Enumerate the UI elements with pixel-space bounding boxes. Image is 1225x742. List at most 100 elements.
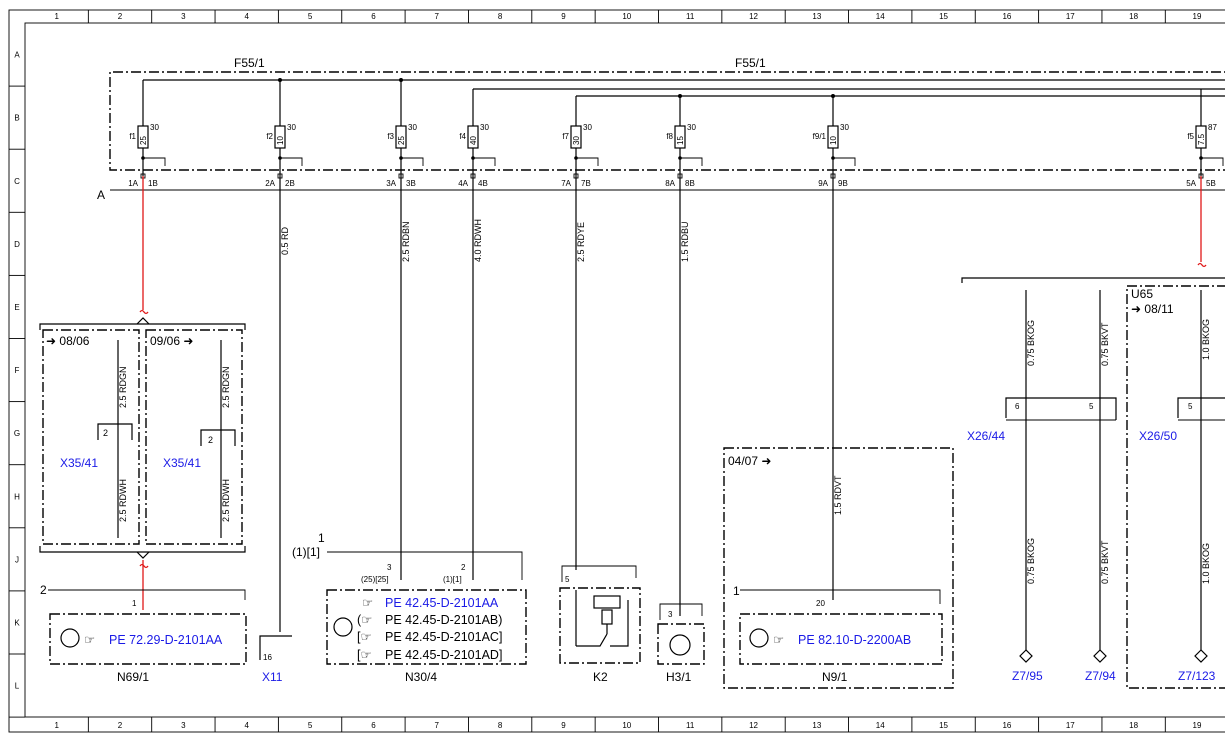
connector-link-x11[interactable]: X11 (262, 670, 283, 684)
variant-code-right: 09/06 ➜ (150, 334, 193, 348)
n69-pin: 1 (132, 599, 137, 608)
fuse-pin: 30 (150, 123, 159, 132)
fuse-pin: 30 (583, 123, 592, 132)
n30-pe-link[interactable]: PE 42.45-D-2101AA (385, 596, 499, 610)
variant-wire-top-left: 2.5 RDGN (118, 366, 128, 408)
fuse-name: f9/1 (813, 132, 827, 141)
transistor-icon (749, 628, 769, 648)
transistor-icon (60, 628, 80, 648)
grid-col-label: 17 (1066, 12, 1075, 21)
grid-col-label: 7 (435, 721, 440, 730)
n9-code: 04/07 ➜ (728, 454, 771, 468)
grid-row-label: J (15, 555, 19, 564)
fuse-rating: 40 (469, 136, 478, 145)
grid-col-label: 18 (1129, 12, 1138, 21)
grid-col-label: 19 (1193, 12, 1202, 21)
component-u65: U65 ➜ 08/11 5 X26/50 (1126, 285, 1225, 689)
grid-col-label: 8 (498, 721, 503, 730)
n30-ref: 1 (318, 531, 325, 545)
n9-pin: 20 (816, 599, 825, 608)
n30-alt2: PE 42.45-D-2101AC] (385, 630, 502, 644)
variant-wire-bottom-right: 2.5 RDWH (221, 479, 231, 522)
grid-row-label: F (15, 366, 20, 375)
k2-pin: 5 (565, 575, 570, 584)
fuse-name: f8 (666, 132, 673, 141)
n69-name: N69/1 (117, 670, 149, 684)
x26-50-pin: 5 (1188, 402, 1193, 411)
h3-name: H3/1 (666, 670, 692, 684)
fuse-pin: 30 (840, 123, 849, 132)
grid-col-label: 9 (561, 12, 566, 21)
grid-col-label: 3 (181, 12, 186, 21)
fuse-name: f3 (387, 132, 394, 141)
wire-label-bkog-2: 1.0 BKOG (1201, 319, 1211, 360)
x11-pin: 16 (263, 653, 272, 662)
fuse-box-label-right: F55/1 (735, 56, 766, 70)
fuse-rating: 7.5 (1197, 133, 1206, 145)
n9-ref: 1 (733, 584, 740, 598)
fuse-terminal-right: 8B (685, 179, 695, 188)
fuse-terminal-right: 2B (285, 179, 295, 188)
ground-link-z7-123[interactable]: Z7/123 (1178, 669, 1216, 683)
ground-link-z7-95[interactable]: Z7/95 (1012, 669, 1043, 683)
grid-col-label: 4 (244, 12, 249, 21)
grid-row-label: B (14, 114, 19, 123)
wire-label-f4: 4.0 RDWH (473, 219, 483, 262)
connector-link-x26-50[interactable]: X26/50 (1139, 429, 1177, 443)
right-bus: 0.75 BKOG 0.75 BKVT 1.0 BKOG 0.75 BKOG 0… (961, 277, 1225, 650)
grid-row-label: C (14, 177, 20, 186)
grid-col-label: 12 (749, 12, 758, 21)
n30-pin-b: 2 (461, 563, 466, 572)
svg-text:[☞: [☞ (357, 630, 372, 644)
fuse-rating: 10 (276, 136, 285, 145)
grid-col-label: 2 (118, 721, 123, 730)
pointing-hand-icon: ☞ (362, 596, 373, 610)
grid-col-label: 12 (749, 721, 758, 730)
fuse-terminal-left: 3A (386, 179, 396, 188)
connector-x26-44: 6 5 X26/44 (967, 397, 1117, 443)
connector-link-x35-41-left[interactable]: X35/41 (60, 456, 98, 470)
grid-col-label: 1 (54, 721, 59, 730)
svg-text:[☞: [☞ (357, 648, 372, 662)
grid-col-label: 1 (54, 12, 59, 21)
wire-label-f7: 2.5 RDYE (576, 222, 586, 262)
connector-link-x26-44[interactable]: X26/44 (967, 429, 1005, 443)
grid-row-label: K (14, 618, 20, 627)
grid-col-label: 13 (812, 12, 821, 21)
variant-block: ➜ 08/06 09/06 ➜ 2.5 RDGN 2.5 RDGN 2.5 RD… (39, 317, 246, 559)
n69-ref: 2 (40, 583, 47, 597)
ground-diamond-icon (1093, 649, 1107, 663)
diagram-frame (8, 9, 1225, 733)
fuse-rating: 10 (829, 136, 838, 145)
n69-pe-link[interactable]: PE 72.29-D-2101AA (109, 633, 223, 647)
fuse-terminal-left: 4A (458, 179, 468, 188)
connector-link-x35-41-right[interactable]: X35/41 (163, 456, 201, 470)
n9-pe-link[interactable]: PE 82.10-D-2200AB (798, 633, 911, 647)
fuse-pin: 30 (687, 123, 696, 132)
pointing-hand-icon: ☞ (773, 633, 784, 647)
fuse-terminal-left: 7A (561, 179, 571, 188)
variant-code-left: ➜ 08/06 (46, 334, 90, 348)
grid-col-label: 14 (876, 721, 885, 730)
n9-name: N9/1 (822, 670, 848, 684)
ground-diamond-icon (1194, 649, 1208, 663)
ground-link-z7-94[interactable]: Z7/94 (1085, 669, 1116, 683)
terminal-label-a: A (97, 188, 105, 202)
grid-col-label: 10 (622, 721, 631, 730)
fuse-pin: 30 (408, 123, 417, 132)
svg-text:(☞: (☞ (357, 613, 372, 627)
u65-code: ➜ 08/11 (1131, 302, 1174, 316)
variant-pin-right: 2 (208, 435, 213, 445)
wire-label-f8: 1.5 RDBU (680, 221, 690, 262)
component-h3-1: 3 H3/1 (657, 603, 705, 684)
fuse-rating: 15 (676, 136, 685, 145)
component-n30-4: 1 (1)[1] 3 (25)[25] 2 (1)[1] ☞ PE 42.45-… (292, 531, 527, 684)
